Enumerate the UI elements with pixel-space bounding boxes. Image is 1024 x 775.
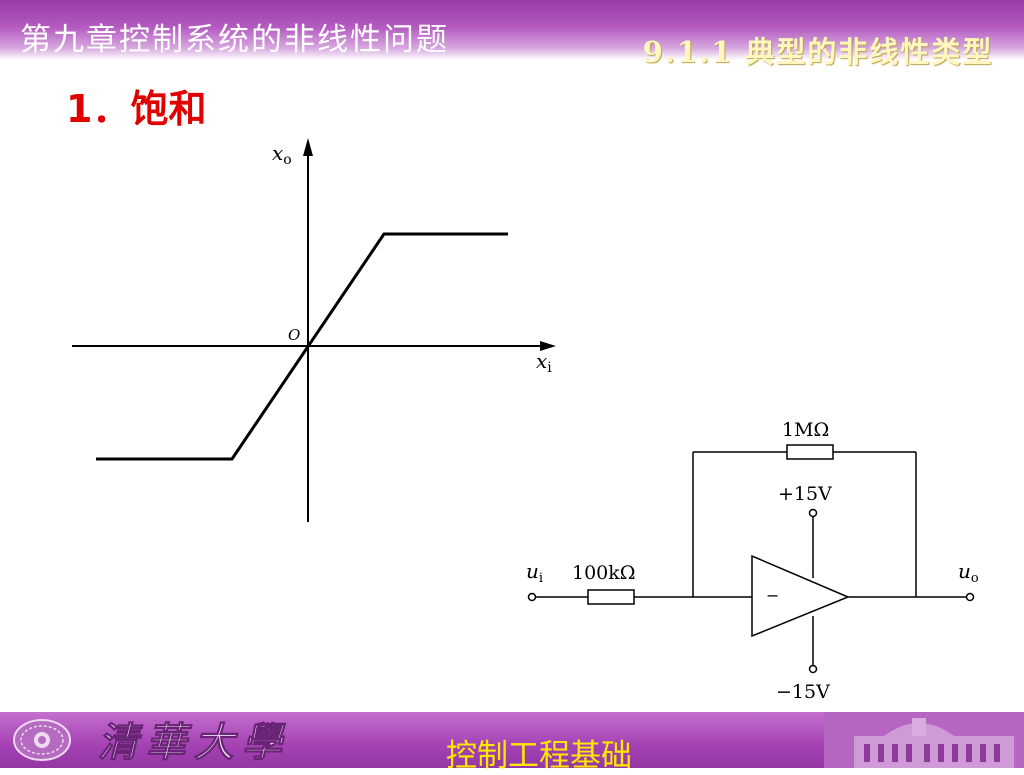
building-silhouette-icon — [824, 712, 1024, 768]
positive-supply-terminal — [810, 510, 817, 517]
footer-bar: 清華大學 控制工程基础 — [0, 712, 1024, 768]
negative-supply-label: −15V — [776, 681, 830, 703]
header-bar: 第九章控制系统的非线性问题 9.1.1 典型的非线性类型 — [0, 0, 1024, 60]
section-title: 9.1.1 典型的非线性类型 — [632, 24, 1004, 80]
slide-heading: 1．饱和 — [66, 78, 206, 133]
opamp-minus-sign: − — [766, 586, 779, 605]
svg-text:清華大學: 清華大學 — [98, 719, 290, 766]
university-emblem-icon — [10, 718, 74, 762]
opamp-circuit: 1MΩ +15V − −15V ui 100kΩ uo — [510, 410, 1010, 710]
course-title: 控制工程基础 — [446, 730, 632, 775]
x-axis-label: xi — [536, 349, 552, 376]
negative-supply-terminal — [810, 666, 817, 673]
tsinghua-calligraphy-logo: 清華大學 — [96, 714, 326, 766]
feedback-resistor-label: 1MΩ — [782, 419, 829, 441]
positive-supply-label: +15V — [778, 483, 832, 505]
origin-label: O — [288, 326, 300, 344]
chapter-title: 第九章控制系统的非线性问题 — [20, 14, 449, 59]
output-label: uo — [958, 559, 979, 586]
y-axis-label: xo — [272, 141, 292, 168]
input-resistor-label: 100kΩ — [572, 562, 636, 584]
input-resistor — [588, 590, 634, 604]
output-terminal — [967, 594, 974, 601]
input-label: ui — [526, 559, 543, 586]
feedback-resistor — [787, 445, 833, 459]
y-axis-arrow — [303, 138, 313, 156]
input-terminal — [529, 594, 536, 601]
